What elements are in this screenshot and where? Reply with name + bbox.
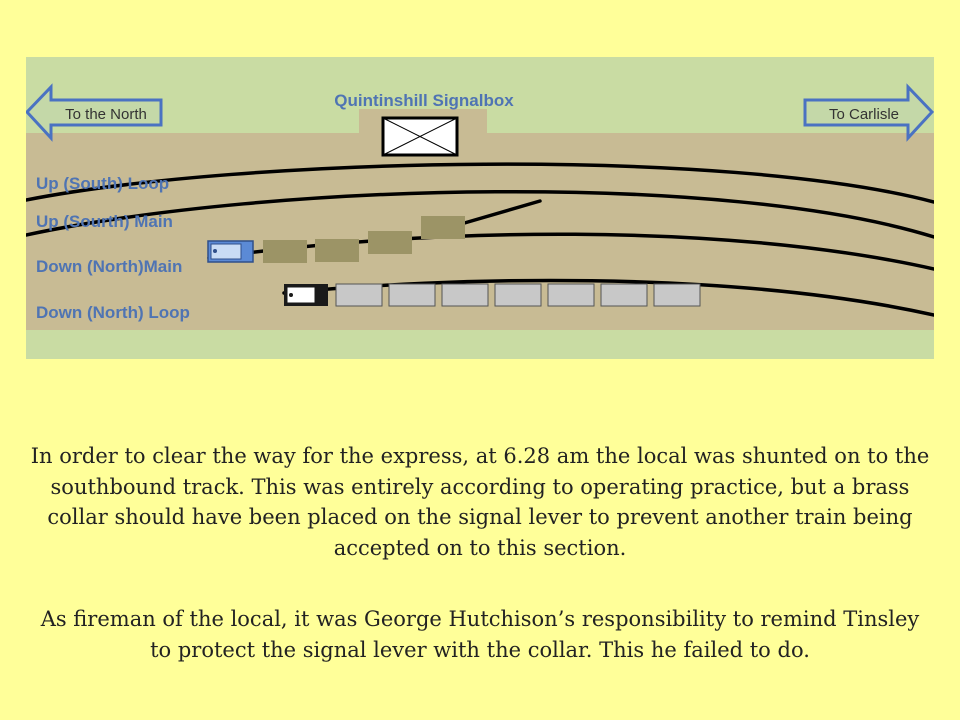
arrow-right-label: To Carlisle [829, 106, 899, 123]
local-coach-1 [263, 240, 307, 263]
track-label-down-main: Down (North)Main [36, 257, 182, 276]
arrow-to-carlisle: To Carlisle [803, 83, 934, 142]
goods-wagon-3 [441, 283, 489, 307]
track-layout-diagram: Quintinshill Signalbox To the North To C… [26, 57, 934, 359]
goods-train [284, 283, 701, 307]
rail-up-main [26, 189, 934, 239]
goods-wagon-5 [547, 283, 595, 307]
local-engine [207, 240, 254, 263]
local-train [207, 216, 465, 263]
goods-wagon-1 [335, 283, 383, 307]
goods-wagon-6 [600, 283, 648, 307]
signalbox-icon [381, 116, 459, 157]
goods-wagon-7 [653, 283, 701, 307]
track-label-up-main: Up (Sourth) Main [36, 212, 173, 231]
caption-paragraph-2: As fireman of the local, it was George H… [40, 607, 920, 662]
rail-up-loop [26, 162, 934, 204]
goods-wagon-4 [494, 283, 542, 307]
arrow-to-the-north: To the North [26, 83, 163, 142]
caption-paragraph-1: In order to clear the way for the expres… [30, 444, 930, 560]
local-coach-4 [421, 216, 465, 239]
track-label-up-loop: Up (South) Loop [36, 174, 169, 193]
crossover-line [459, 199, 542, 226]
track-label-down-loop: Down (North) Loop [36, 303, 190, 322]
signalbox-label: Quintinshill Signalbox [334, 91, 514, 110]
local-coach-2 [315, 239, 359, 262]
arrow-left-label: To the North [65, 106, 147, 123]
local-coach-3 [368, 231, 412, 254]
goods-engine [284, 284, 328, 306]
goods-wagon-2 [388, 283, 436, 307]
